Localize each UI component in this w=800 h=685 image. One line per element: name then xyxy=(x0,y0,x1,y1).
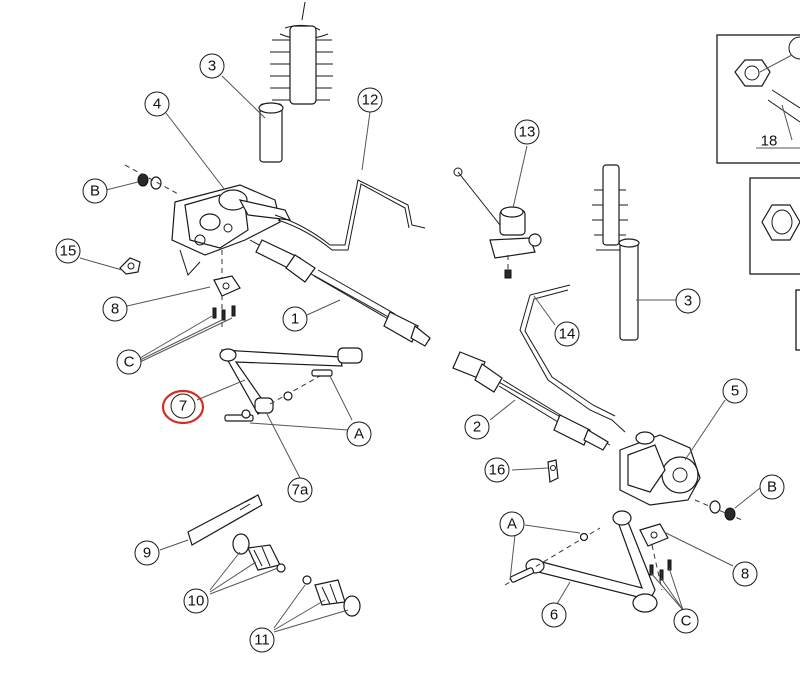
callout-b-right: B xyxy=(759,474,785,500)
svg-text:3: 3 xyxy=(684,293,692,310)
svg-text:12: 12 xyxy=(362,92,379,109)
svg-text:A: A xyxy=(507,516,517,533)
svg-text:16: 16 xyxy=(489,462,506,479)
svg-text:10: 10 xyxy=(188,593,205,610)
hardware-b-left xyxy=(124,164,181,196)
svg-text:6: 6 xyxy=(550,607,558,624)
bracket-15 xyxy=(119,257,141,275)
svg-text:8: 8 xyxy=(111,301,119,318)
callout-5: 5 xyxy=(722,378,748,404)
svg-text:1: 1 xyxy=(291,311,299,328)
drive-shaft-2 xyxy=(452,351,611,451)
bracket-16 xyxy=(547,459,559,483)
callout-3-right: 3 xyxy=(675,288,701,314)
callout-c-right: C xyxy=(673,608,699,634)
svg-text:9: 9 xyxy=(143,545,151,562)
ball-joint-plate-right xyxy=(639,523,672,591)
svg-text:A: A xyxy=(354,426,364,443)
svg-text:2: 2 xyxy=(473,419,481,436)
callout-15: 15 xyxy=(55,238,81,264)
svg-text:7a: 7a xyxy=(292,482,309,499)
callout-b-left: B xyxy=(82,178,108,204)
svg-text:14: 14 xyxy=(559,326,576,343)
callout-a-left: A xyxy=(346,421,372,447)
callout-6: 6 xyxy=(541,602,567,628)
callout-8-right: 8 xyxy=(732,561,758,587)
svg-text:C: C xyxy=(681,613,692,630)
drive-shaft-1 xyxy=(249,239,431,347)
boot-kit-10 xyxy=(232,533,286,573)
callout-12: 12 xyxy=(357,87,383,113)
brake-line-14 xyxy=(519,284,626,433)
callout-11: 11 xyxy=(249,627,275,653)
highlight-ring-7 xyxy=(161,389,205,425)
brake-line-12 xyxy=(274,179,426,251)
leader-lines xyxy=(79,75,761,633)
callout-3-left: 3 xyxy=(199,53,225,79)
hardware-b-right xyxy=(694,499,743,521)
svg-text:B: B xyxy=(90,183,100,200)
svg-text:13: 13 xyxy=(519,124,536,141)
lower-control-arm-right xyxy=(504,510,658,613)
detail-box-upper: 18 xyxy=(716,34,800,164)
svg-text:11: 11 xyxy=(254,632,270,649)
callout-14: 14 xyxy=(554,321,580,347)
component-13 xyxy=(453,167,542,282)
lower-control-arm-left xyxy=(219,347,363,422)
ball-joint-plate-left xyxy=(212,250,241,330)
svg-text:8: 8 xyxy=(741,566,749,583)
svg-text:B: B xyxy=(767,479,777,496)
strut-assembly-left xyxy=(258,1,333,163)
callout-10: 10 xyxy=(183,588,209,614)
callout-4: 4 xyxy=(144,91,170,117)
callout-7a: 7a xyxy=(287,477,313,503)
callout-c-left: C xyxy=(116,349,142,375)
callout-a-right: A xyxy=(499,511,525,537)
label-18: 18 xyxy=(761,133,778,150)
svg-text:3: 3 xyxy=(208,58,216,75)
svg-text:4: 4 xyxy=(153,96,161,113)
callout-13: 13 xyxy=(514,119,540,145)
knuckle-assembly-left xyxy=(171,184,292,276)
callout-1: 1 xyxy=(282,306,308,332)
svg-text:C: C xyxy=(124,354,135,371)
callout-7: 7 xyxy=(161,389,205,425)
strut-assembly-right xyxy=(592,164,640,341)
part-9-bar xyxy=(187,494,263,546)
svg-text:15: 15 xyxy=(60,243,77,260)
callout-16: 16 xyxy=(484,457,510,483)
detail-box-lower xyxy=(749,177,800,351)
knuckle-assembly-right xyxy=(619,431,701,506)
callout-9: 9 xyxy=(134,540,160,566)
svg-text:7: 7 xyxy=(179,398,187,415)
callout-2: 2 xyxy=(464,414,490,440)
svg-text:5: 5 xyxy=(731,383,739,400)
boot-kit-11 xyxy=(302,575,361,617)
callout-8-left: 8 xyxy=(102,296,128,322)
